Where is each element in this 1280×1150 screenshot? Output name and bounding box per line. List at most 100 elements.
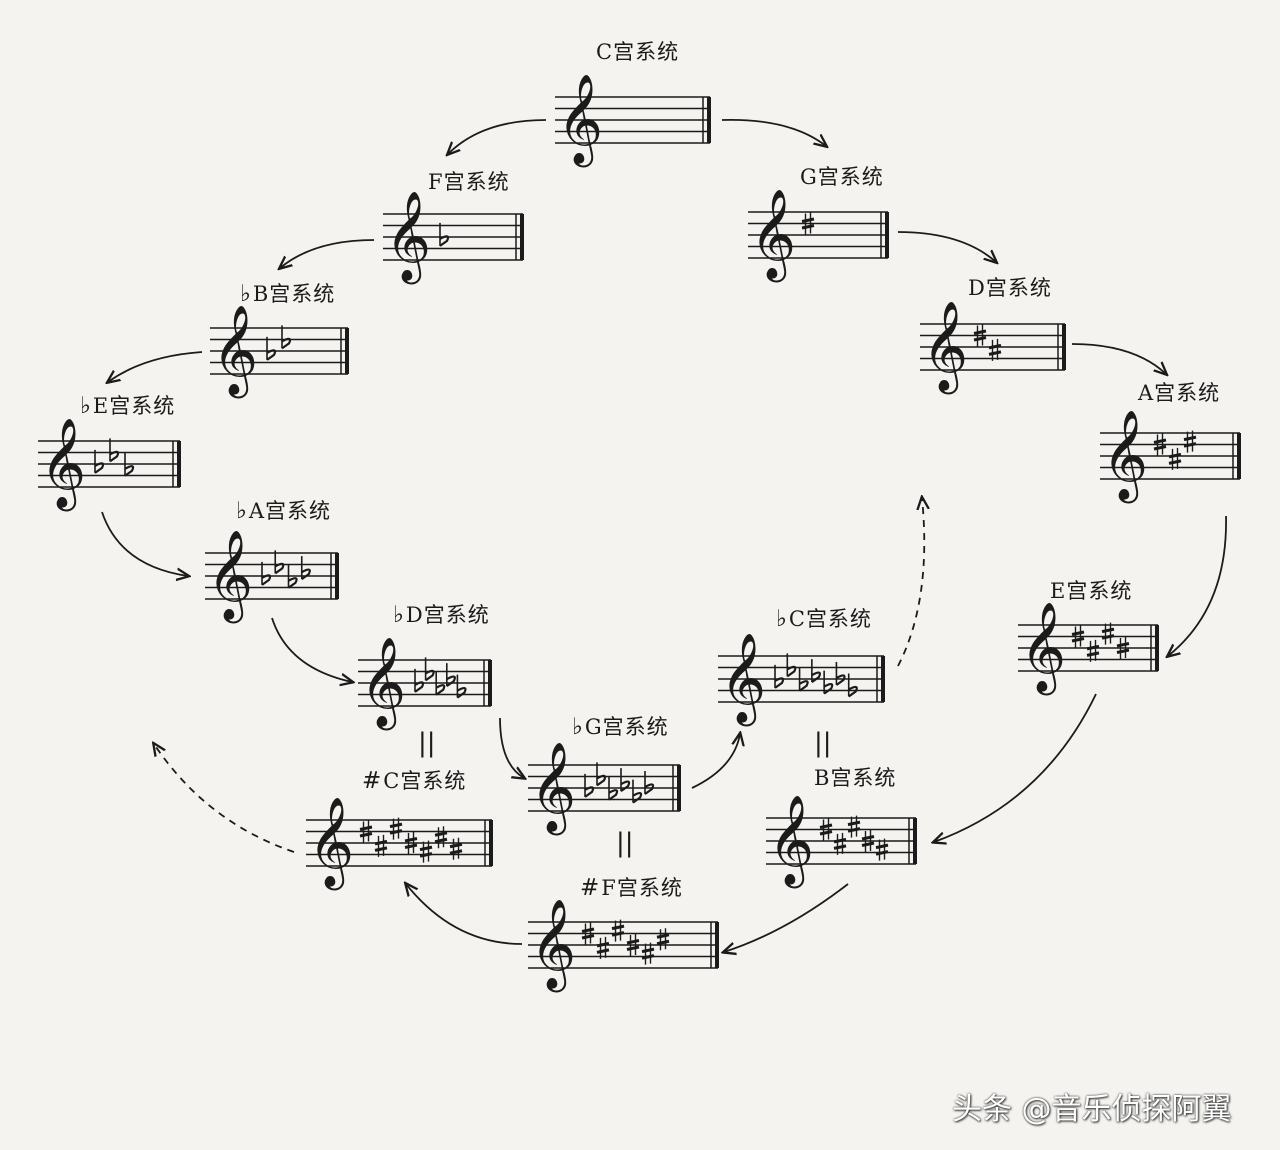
system-suffix: 宫系统 [265, 499, 332, 523]
accidental-prefix: ♭ [80, 393, 92, 419]
treble-clef-icon: 𝄞 [530, 899, 576, 993]
sharp-sign [389, 817, 403, 840]
staff-Gb: 𝄞 [528, 742, 681, 836]
arrow-G-D [897, 231, 996, 262]
system-suffix: 宫系统 [1066, 579, 1133, 603]
staff-Db: 𝄞 [358, 637, 492, 731]
system-letter: F [601, 876, 617, 900]
treble-clef-icon: 𝄞 [308, 797, 354, 891]
sharp-sign [973, 324, 987, 347]
system-letter: C [383, 769, 401, 793]
system-letter: G [584, 715, 603, 739]
sharp-sign [988, 338, 1002, 361]
staff-D: 𝄞 [920, 301, 1066, 395]
system-letter: E [92, 394, 110, 418]
sharp-sign [374, 834, 388, 857]
treble-clef-icon: 𝄞 [1102, 410, 1148, 504]
treble-clef-icon: 𝄞 [1020, 602, 1066, 696]
staff-Eb: 𝄞 [38, 418, 181, 512]
treble-clef-icon: 𝄞 [720, 633, 766, 727]
system-letter: E [1050, 579, 1067, 603]
accidental-prefix: ♭ [572, 714, 584, 740]
flat-sign [644, 771, 655, 795]
staff-E: 𝄞 [1018, 602, 1159, 696]
system-suffix: 宫系统 [613, 40, 680, 64]
watermark-text: 头条 @音乐侦探阿翼 [952, 1092, 1232, 1127]
system-label-C: C宫系统 [596, 36, 679, 66]
system-suffix: 宫系统 [805, 607, 872, 631]
treble-clef-icon: 𝄞 [360, 637, 406, 731]
sharp-sign [819, 818, 833, 841]
system-suffix: 宫系统 [985, 276, 1052, 300]
sharp-sign [1086, 639, 1100, 662]
sharp-sign [1183, 430, 1197, 453]
treble-clef-icon: 𝄞 [212, 305, 258, 399]
sharp-sign [449, 837, 463, 860]
staff-Bb: 𝄞 [210, 305, 349, 399]
flat-sign [823, 670, 834, 695]
treble-clef-icon: 𝄞 [40, 418, 86, 512]
sharp-sign [1153, 433, 1167, 456]
sharp-sign [611, 919, 625, 942]
arrow-Gb-Cb [691, 734, 740, 789]
sharp-sign [641, 942, 655, 965]
flat-sign [94, 449, 105, 474]
system-suffix: 宫系统 [1154, 381, 1221, 405]
flat-sign [274, 550, 285, 575]
system-suffix: 宫系统 [830, 766, 897, 790]
flat-sign [124, 452, 135, 477]
system-suffix: 宫系统 [817, 165, 884, 189]
treble-clef-icon: 𝄞 [768, 795, 814, 889]
sharp-sign [404, 832, 418, 854]
staff-B: 𝄞 [766, 795, 917, 889]
sharp-sign [596, 936, 610, 959]
arrow-D-A [1071, 343, 1166, 374]
flat-sign [786, 653, 797, 678]
system-suffix: 宫系统 [400, 769, 467, 793]
arrow-C-F [448, 119, 547, 154]
flat-sign [632, 779, 643, 804]
staff-Cs: 𝄞 [306, 797, 493, 891]
arrow-Bb-Eb [108, 351, 203, 382]
arrow-Eb-Ab [101, 511, 188, 576]
system-label-Gb: ♭G宫系统 [572, 711, 669, 741]
system-label-Bb: ♭B宫系统 [240, 278, 335, 308]
accidental-prefix: # [580, 875, 601, 901]
system-letter: A [248, 499, 266, 523]
system-letter: F [428, 170, 444, 194]
staff-C: 𝄞 [555, 74, 711, 168]
system-label-D: D宫系统 [968, 272, 1052, 302]
flat-sign [439, 222, 450, 247]
sharp-sign [1168, 447, 1182, 470]
flat-sign [584, 773, 595, 798]
treble-clef-icon: 𝄞 [530, 742, 576, 836]
system-suffix: 宫系统 [443, 170, 510, 194]
staff-Fs: 𝄞 [528, 899, 719, 993]
system-label-B: B宫系统 [814, 762, 896, 792]
treble-clef-icon: 𝄞 [922, 301, 968, 395]
sharp-sign [359, 820, 373, 843]
flat-sign [300, 556, 311, 581]
accidental-prefix: ♭ [240, 281, 252, 307]
arrow-Ab-Db [271, 617, 352, 682]
accidental-prefix: # [362, 768, 383, 794]
system-label-G: G宫系统 [800, 161, 884, 191]
sharp-sign [1116, 637, 1130, 659]
sharp-sign [875, 838, 889, 861]
flat-sign [281, 325, 292, 350]
treble-clef-icon: 𝄞 [207, 530, 253, 624]
flat-sign [798, 667, 809, 692]
arrow-Cb-E [897, 498, 924, 667]
flat-sign [435, 671, 446, 696]
system-label-E: E宫系统 [1050, 575, 1132, 605]
arrow-Db-Gb [499, 717, 524, 778]
treble-clef-icon: 𝄞 [385, 191, 431, 285]
arrows-layer [101, 118, 1227, 952]
staff-Cb: 𝄞 [718, 633, 885, 727]
flat-sign [774, 664, 785, 689]
system-letter: G [800, 165, 818, 189]
system-suffix: 宫系统 [269, 282, 336, 306]
flat-sign [414, 668, 425, 693]
treble-clef-icon: 𝄞 [750, 189, 796, 283]
flat-sign [847, 673, 858, 698]
